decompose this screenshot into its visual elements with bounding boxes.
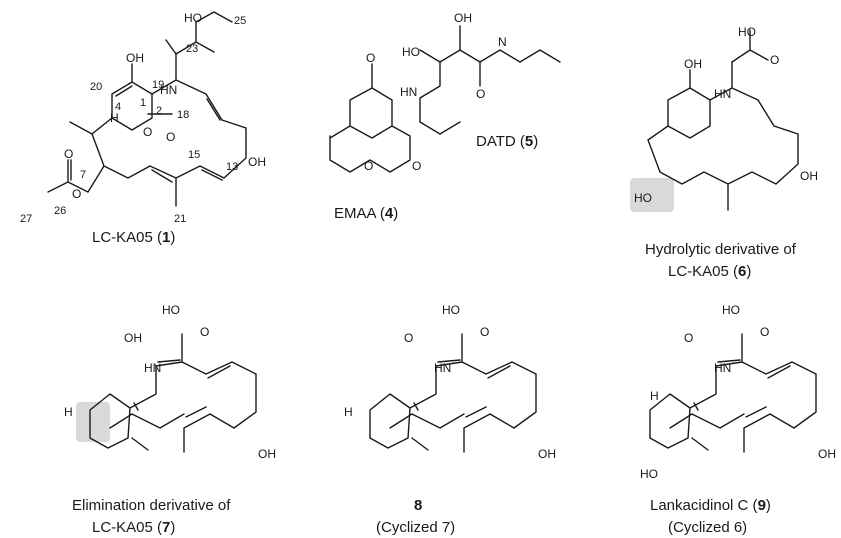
position-number: 23 — [186, 43, 198, 55]
atom-label: O — [476, 87, 485, 101]
caption-compound-9: Lankacidinol C (9) — [650, 497, 771, 514]
compound-7: OH HN O HO H OH — [64, 303, 276, 461]
atom-label: OH — [684, 57, 702, 71]
atom-label: HN — [400, 85, 417, 99]
atom-label: OH — [454, 11, 472, 25]
compound-4: O O O — [329, 51, 421, 173]
caption-compound-6: LC-KA05 (6) — [668, 263, 751, 280]
compound-8: O HN O HO H OH — [344, 303, 556, 461]
position-number: 7 — [80, 169, 86, 181]
atom-label: HO — [722, 303, 740, 317]
position-number: 1 — [140, 97, 146, 109]
compound-9: O HN O HO H HO OH — [640, 303, 836, 481]
atom-label: HO — [184, 11, 202, 25]
caption-compound-7: LC-KA05 (7) — [92, 519, 175, 536]
atom-label: OH — [124, 331, 142, 345]
position-number: 26 — [54, 205, 66, 217]
atom-label: H — [110, 111, 119, 125]
caption-compound-4: EMAA (4) — [334, 205, 398, 222]
caption-compound-1: LC-KA05 (1) — [92, 229, 175, 246]
atom-label: HO — [162, 303, 180, 317]
highlight-box — [76, 402, 110, 442]
atom-label: O — [480, 325, 489, 339]
atom-label: O — [404, 331, 413, 345]
position-number: 2 — [156, 105, 162, 117]
atom-label: H — [650, 389, 659, 403]
atom-label: OH — [126, 51, 144, 65]
atom-label: O — [760, 325, 769, 339]
caption-compound-9-line2: (Cyclized 6) — [668, 519, 747, 536]
atom-label: O — [72, 187, 81, 201]
atom-label: H — [344, 405, 353, 419]
atom-label: HO — [402, 45, 420, 59]
atom-label: N — [498, 35, 507, 49]
caption-compound-5: DATD (5) — [476, 133, 538, 150]
atom-label: O — [143, 125, 152, 139]
position-number: 13 — [226, 161, 238, 173]
atom-label: HN — [434, 361, 451, 375]
atom-label: HO — [640, 467, 658, 481]
atom-label: O — [770, 53, 779, 67]
position-number: 21 — [174, 213, 186, 225]
atom-label: O — [364, 159, 373, 173]
atom-label: O — [64, 147, 73, 161]
highlight-box — [630, 178, 674, 212]
position-number: 20 — [90, 81, 102, 93]
atom-label: O — [684, 331, 693, 345]
atom-label: OH — [258, 447, 276, 461]
atom-label: HO — [738, 25, 756, 39]
position-number: 4 — [115, 101, 121, 113]
atom-label: O — [366, 51, 375, 65]
compound-1: OH HO HN O O OH O O H 20 19 18 25 23 4 2… — [20, 11, 266, 225]
atom-label: H — [64, 405, 73, 419]
atom-label: HN — [144, 361, 161, 375]
atom-label: HN — [714, 87, 731, 101]
atom-label: O — [412, 159, 421, 173]
position-number: 15 — [188, 149, 200, 161]
atom-label: O — [166, 130, 175, 144]
atom-label: OH — [800, 169, 818, 183]
atom-label: O — [200, 325, 209, 339]
position-number: 27 — [20, 213, 32, 225]
caption-compound-7-line1: Elimination derivative of — [72, 497, 231, 514]
position-number: 19 — [152, 79, 164, 91]
position-number: 18 — [177, 109, 189, 121]
caption-compound-6-line1: Hydrolytic derivative of — [645, 241, 797, 258]
caption-compound-8: 8 — [414, 497, 422, 514]
caption-compound-8-line2: (Cyclized 7) — [376, 519, 455, 536]
compound-6: OH HN O HO HO OH — [630, 25, 818, 212]
atom-label: HN — [714, 361, 731, 375]
atom-label: OH — [538, 447, 556, 461]
atom-label: OH — [818, 447, 836, 461]
position-number: 25 — [234, 15, 246, 27]
atom-label: HN — [160, 83, 177, 97]
compound-5: HO OH O N HN — [400, 11, 561, 135]
atom-label: HO — [634, 191, 652, 205]
atom-label: HO — [442, 303, 460, 317]
atom-label: OH — [248, 155, 266, 169]
